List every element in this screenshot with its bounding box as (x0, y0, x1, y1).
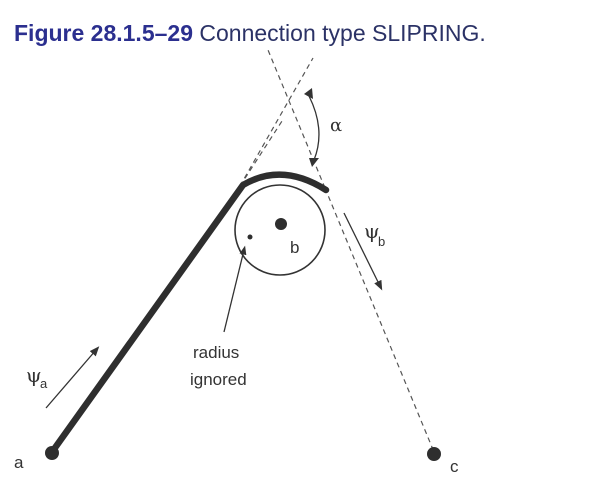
dashed-line-to-c (324, 187, 435, 453)
psi-b-arrow (343, 212, 383, 291)
dashed-extension-left-top (239, 57, 314, 187)
label-ignored: ignored (190, 370, 247, 389)
contact-point (247, 234, 253, 240)
label-node-c: c (450, 457, 459, 476)
figure-number: Figure 28.1.5–29 (14, 20, 193, 46)
label-node-a: a (14, 453, 24, 472)
node-a (45, 446, 59, 460)
radius-pointer-arrow (223, 245, 247, 333)
label-psi-a: ψ (26, 363, 42, 387)
label-psi-b: ψ (364, 219, 380, 243)
label-psi-a-sub: a (40, 376, 48, 391)
label-alpha: α (330, 115, 342, 136)
dashed-extension-right (267, 49, 326, 189)
node-b (275, 218, 287, 230)
label-node-b: b (290, 238, 299, 257)
alpha-angle-arc (308, 95, 320, 161)
figure-caption: Figure 28.1.5–29 Connection type SLIPRIN… (14, 22, 486, 45)
dashed-extension-left (239, 117, 285, 187)
label-radius: radius (193, 343, 239, 362)
alpha-arc-arrow-bottom (309, 158, 319, 167)
slipring-circle (234, 184, 326, 276)
figure-title: Connection type SLIPRING. (199, 20, 486, 46)
alpha-arc-arrow-top (304, 88, 313, 99)
label-psi-b-sub: b (378, 234, 385, 249)
belt-path (48, 171, 330, 456)
psi-a-arrow (45, 346, 100, 409)
node-c (427, 447, 441, 461)
